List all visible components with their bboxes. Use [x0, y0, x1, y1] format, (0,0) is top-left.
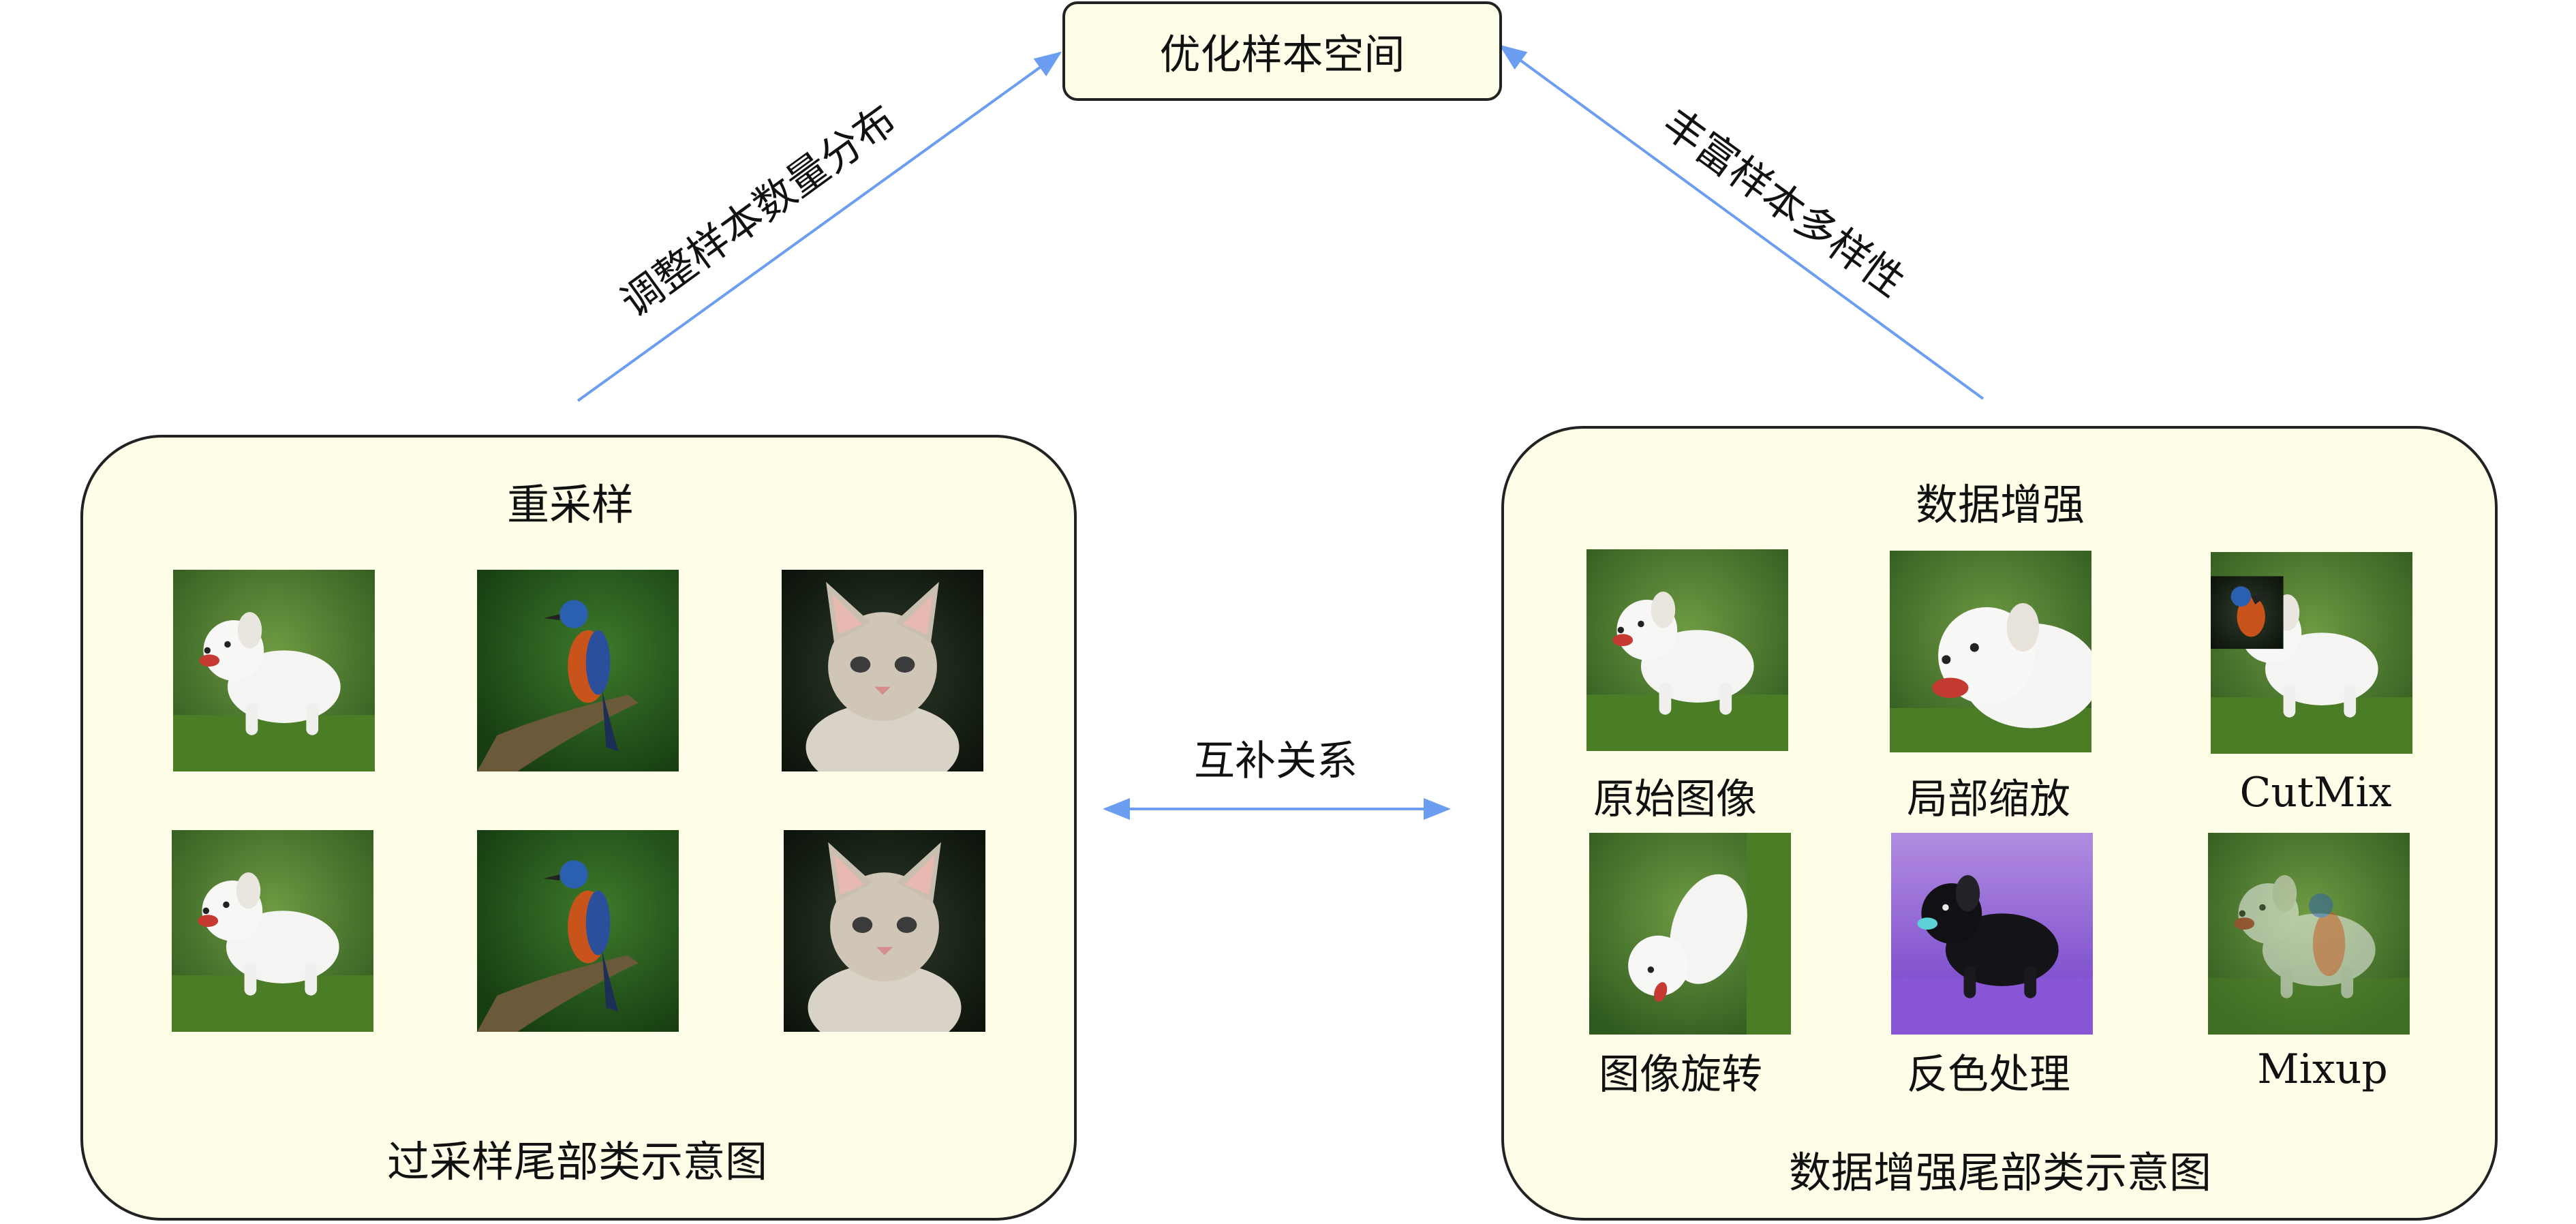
augmentation-title: 数据增强 — [1915, 480, 2085, 530]
optimize-sample-space-box: 优化样本空间 — [1062, 1, 1502, 101]
bird-thumb — [477, 830, 679, 1032]
arrow-left-to-top — [577, 51, 1062, 402]
resampling-title: 重采样 — [506, 480, 634, 530]
label-cutmix: CutMix — [2239, 769, 2392, 816]
label-zoom: 局部缩放 — [1907, 776, 2070, 823]
resampling-panel — [80, 435, 1077, 1221]
kitten-thumb — [782, 570, 983, 771]
cutmix-image — [2211, 552, 2412, 754]
complement-label: 互补关系 — [1194, 737, 1358, 785]
augmentation-caption: 数据增强尾部类示意图 — [1788, 1148, 2212, 1197]
label-invert: 反色处理 — [1907, 1051, 2070, 1099]
rotated-image — [1589, 833, 1791, 1035]
zoom-image — [1890, 551, 2091, 752]
label-original: 原始图像 — [1593, 776, 1757, 823]
original-image — [1586, 549, 1788, 751]
arrow-right-to-top — [1499, 44, 1984, 400]
inverted-image — [1891, 833, 2093, 1035]
oversampling-caption: 过采样尾部类示意图 — [386, 1137, 768, 1187]
puppy-thumb — [172, 830, 373, 1032]
bird-thumb — [477, 570, 679, 771]
label-mixup: Mixup — [2257, 1045, 2388, 1093]
top-box-title: 优化样本空间 — [1159, 31, 1405, 79]
kitten-thumb — [784, 830, 985, 1032]
mixup-image — [2208, 833, 2410, 1035]
label-rotate: 图像旋转 — [1599, 1051, 1762, 1099]
puppy-thumb — [173, 570, 375, 771]
